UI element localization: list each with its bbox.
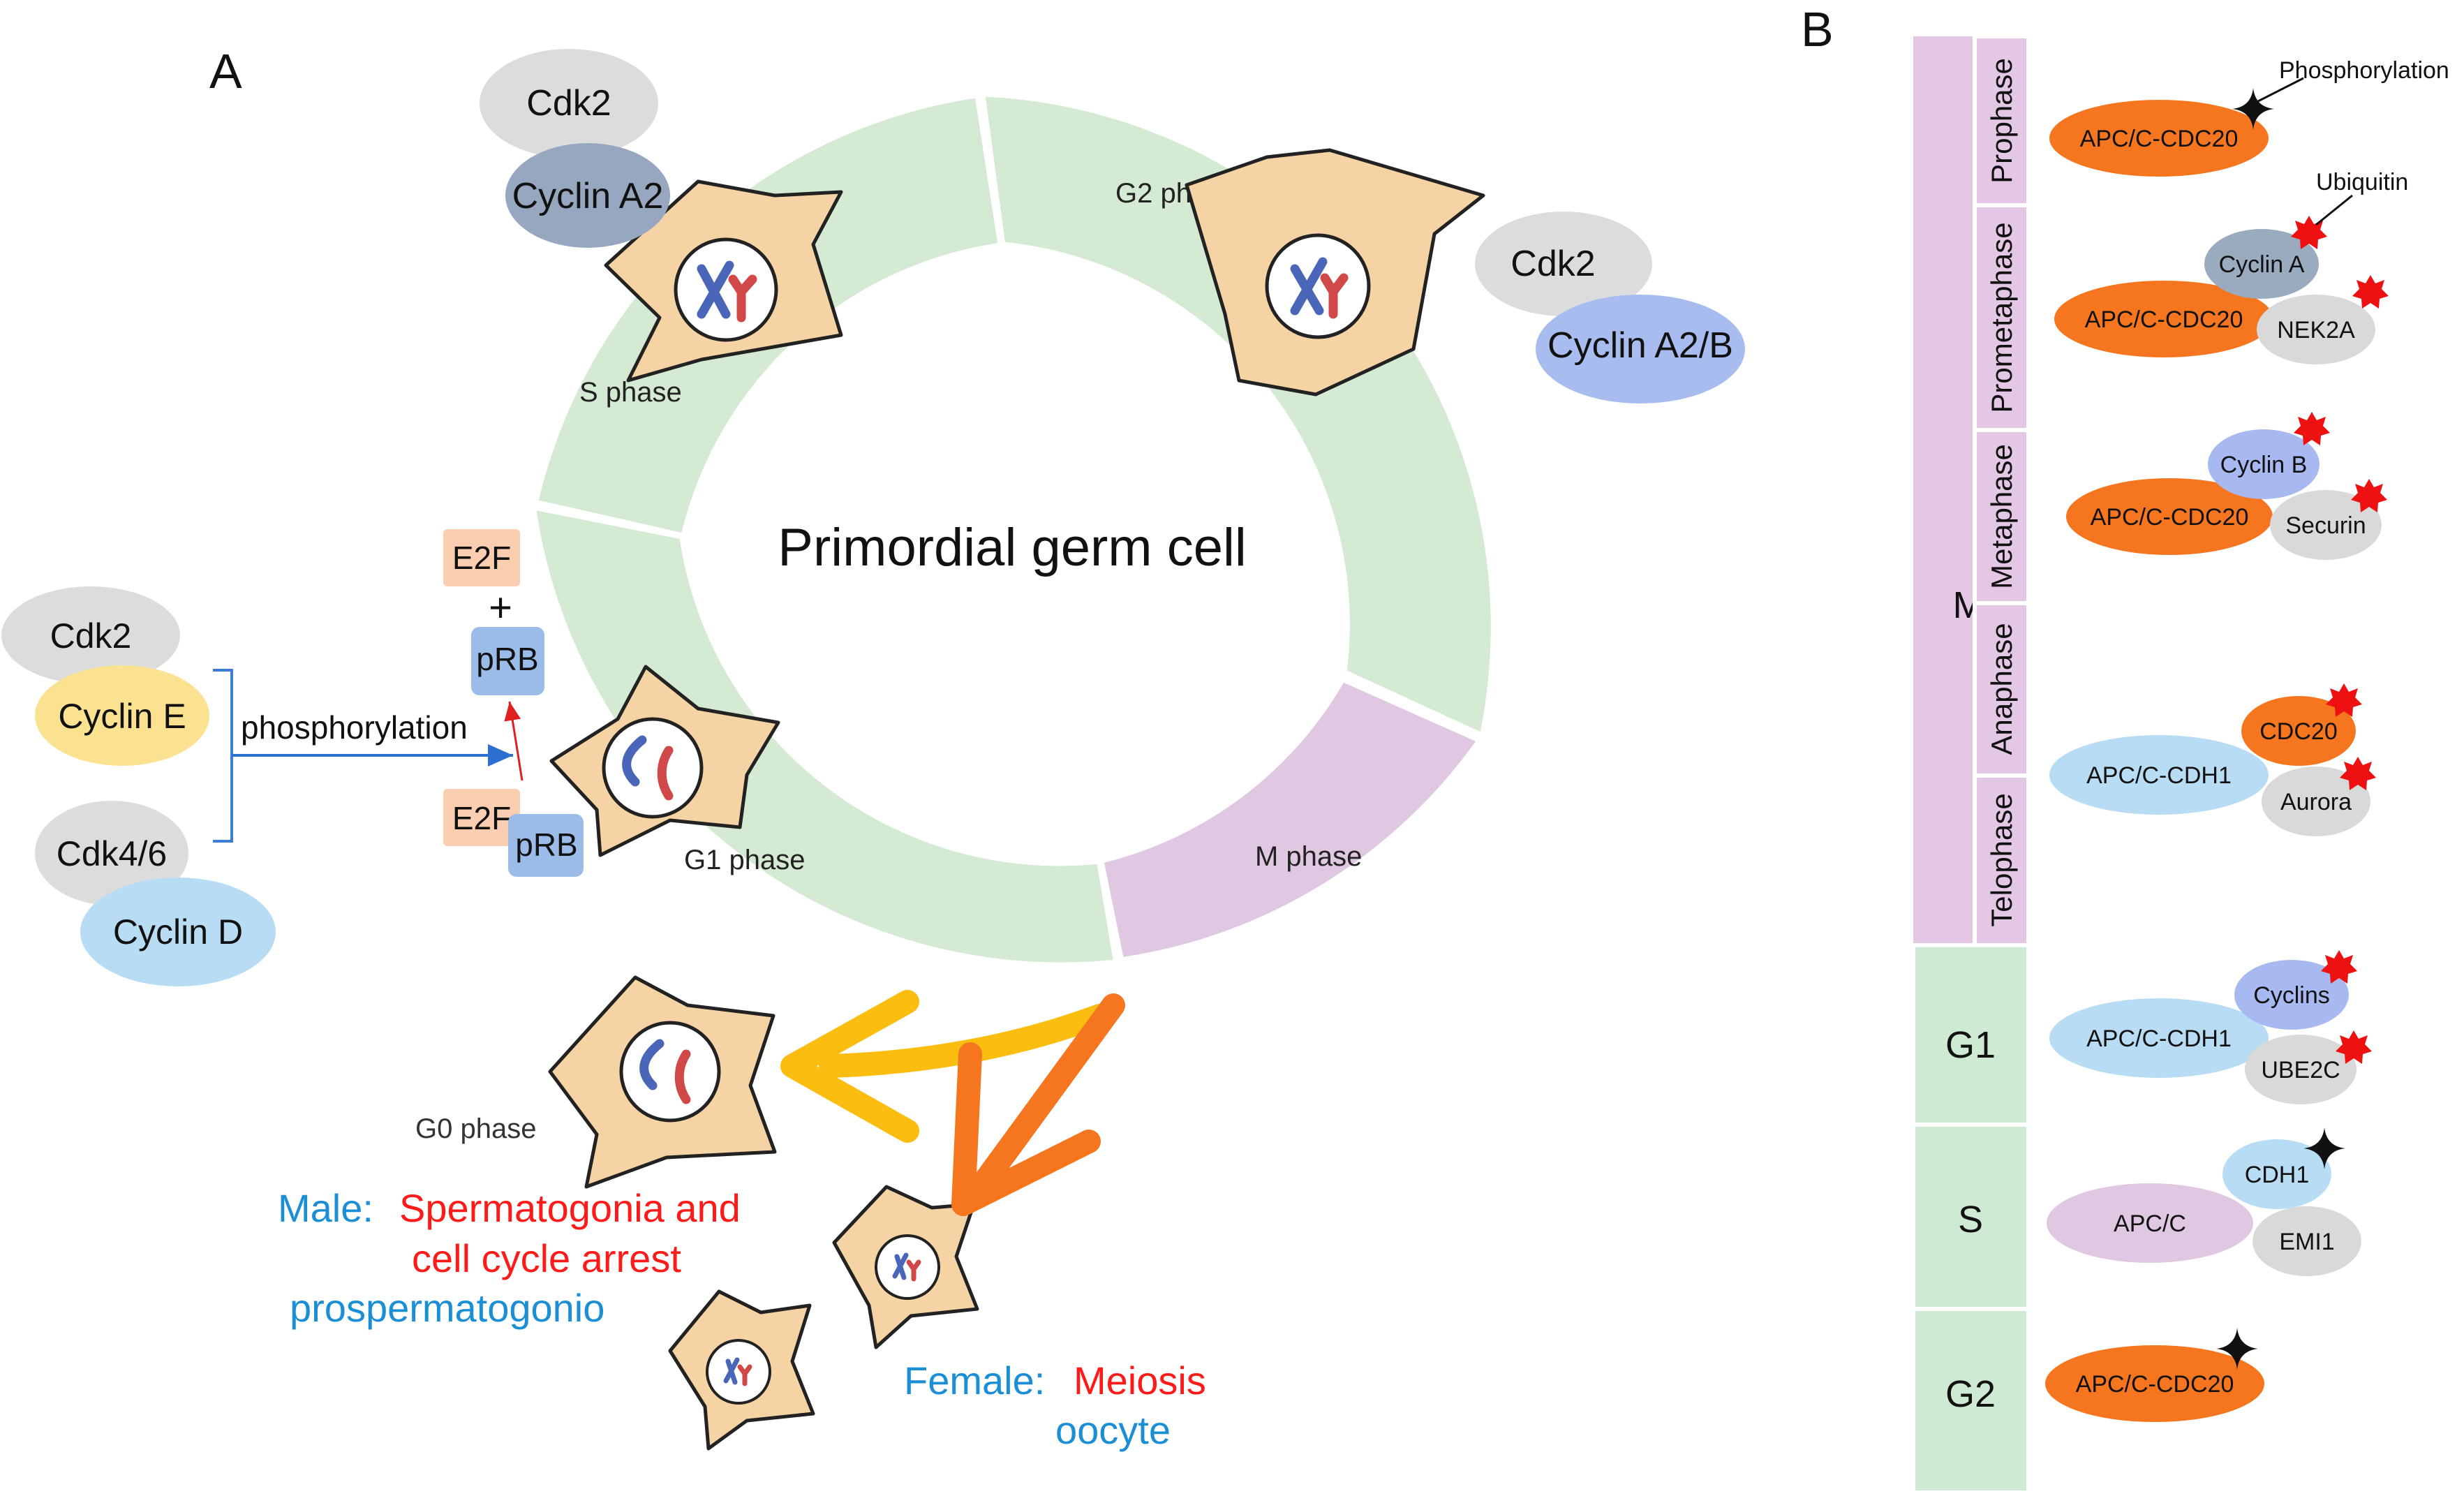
m-phase-label: M phase (1255, 841, 1362, 872)
meiosis-entry-arrow (951, 993, 1125, 1216)
prophase-cell (1973, 34, 2031, 207)
telophase-label: Telophase (1985, 793, 2018, 926)
s-block (1911, 1123, 2031, 1311)
center-title: Primordial germ cell (778, 518, 1247, 577)
g1-block (1911, 943, 2031, 1127)
phosphorylation-label: phosphorylation (241, 709, 468, 746)
ube2c-label: UBE2C (2261, 1057, 2340, 1083)
female-line1: Meiosis (1074, 1358, 1206, 1402)
metaphase-cell (1973, 428, 2031, 605)
chromosome-pair-icon (622, 735, 674, 801)
cdk2-label: Cdk2 (50, 616, 132, 656)
s-phase-label: S phase (579, 377, 682, 408)
female-caption: Female: Meiosis oocyte (904, 1358, 1206, 1452)
telophase-cell (1973, 773, 2031, 947)
s-label: S (1958, 1199, 1983, 1241)
chromosome-pair-icon (723, 1357, 752, 1386)
g0-exit-arrow (780, 990, 1111, 1143)
chromosome-pair-icon (639, 1039, 691, 1104)
ubiquitin-note: Ubiquitin (2316, 169, 2408, 195)
chromosome-pair-icon (697, 260, 757, 323)
cyclin-a2b-label: Cyclin A2/B (1548, 325, 1733, 366)
apc-cdh1-label: APC/C-CDH1 (2086, 1026, 2232, 1052)
chromosome-pair-icon (1290, 257, 1349, 319)
metaphase-label: Metaphase (1985, 444, 2018, 589)
cyclin-d-label: Cyclin D (113, 912, 243, 952)
panel-a-label: A (209, 44, 242, 98)
phosphorylation-note: Phosphorylation (2279, 57, 2449, 84)
cdk2-cyclin-a2-complex: Cdk2 Cyclin A2 (480, 49, 670, 248)
cdc20-label: CDC20 (2259, 718, 2337, 745)
male-caption: Male: Spermatogonia and cell cycle arres… (278, 1186, 741, 1330)
securin-label: Securin (2285, 512, 2366, 539)
prometaphase-label: Prometaphase (1985, 222, 2018, 413)
metaphase-complex: APC/C-CDC20 Securin Cyclin B (2066, 412, 2387, 560)
anaphase-telophase-complex: APC/C-CDH1 Aurora CDC20 (2049, 683, 2376, 836)
prophase-complex: APC/C-CDC20 Phosphorylation (2049, 57, 2449, 177)
cdk2-label: Cdk2 (526, 83, 611, 124)
prometaphase-complex: APC/C-CDC20 NEK2A Cyclin A Ubiquitin (2054, 169, 2408, 364)
g2-block (1911, 1307, 2031, 1495)
g1-complex: APC/C-CDH1 UBE2C Cyclins (2049, 950, 2372, 1104)
cyclin-a-label: Cyclin A (2219, 251, 2305, 278)
g2-phase-cell (1185, 148, 1485, 397)
s-complex: APC/C EMI1 CDH1 (2047, 1127, 2361, 1276)
male-line1: Spermatogonia and (399, 1186, 741, 1230)
g1-phase-cell (549, 665, 780, 857)
apc-cdc20-label: APC/C-CDC20 (2085, 306, 2243, 333)
plus-sign: + (489, 585, 512, 630)
cyclin-e-label: Cyclin E (58, 697, 186, 736)
male-prefix: Male: (278, 1186, 373, 1230)
g0-phase-cell (548, 975, 777, 1189)
s-phase-cell (604, 179, 843, 383)
phosphorylation-arrow: phosphorylation (213, 669, 513, 843)
g2-label: G2 (1945, 1373, 1996, 1415)
nek2a-label: NEK2A (2277, 317, 2355, 343)
ring-m-segment (1104, 682, 1476, 957)
ring-g2-segment (985, 96, 1491, 732)
ubiquitin-icon (2352, 275, 2389, 309)
apc-c-label: APC/C (2114, 1210, 2186, 1237)
cyclin-a2-label: Cyclin A2 (512, 176, 664, 216)
e2f-label-2: E2F (452, 800, 511, 836)
e2f-prb-complex: E2F + pRB E2F pRB (443, 529, 584, 877)
prb-label-2: pRB (515, 827, 577, 863)
apc-cdc20-label: APC/C-CDC20 (2080, 126, 2239, 152)
cdk2-cyclin-e-complex: Cdk2 Cyclin E (1, 586, 209, 766)
panel-b-label: B (1801, 2, 1834, 57)
meiosis-cell (832, 1185, 979, 1349)
cyclins-label: Cyclins (2253, 982, 2330, 1009)
cdk2-label: Cdk2 (1511, 244, 1595, 284)
cyclin-b-label: Cyclin B (2220, 452, 2308, 478)
female-line2: oocyte (1055, 1408, 1171, 1452)
g2-complex: APC/C-CDC20 (2045, 1328, 2264, 1422)
apc-cdc20-label: APC/C-CDC20 (2091, 504, 2249, 531)
cdk2-cyclin-a2b-complex: Cdk2 Cyclin A2/B (1475, 212, 1745, 403)
g1-label: G1 (1945, 1024, 1996, 1066)
cdh1-label: CDH1 (2245, 1162, 2310, 1188)
g0-phase-label: G0 phase (415, 1113, 536, 1144)
cdk46-label: Cdk4/6 (57, 834, 167, 873)
chromosome-pair-icon (892, 1252, 921, 1282)
e2f-label: E2F (452, 540, 511, 576)
anaphase-label: Anaphase (1985, 623, 2018, 755)
ring-g1-segment (536, 510, 1113, 963)
g1-phase-label: G1 phase (684, 845, 805, 875)
emi1-label: EMI1 (2279, 1229, 2334, 1255)
prb-label: pRB (476, 641, 538, 677)
prophase-label: Prophase (1985, 58, 2018, 184)
cdk46-cyclin-d-complex: Cdk4/6 Cyclin D (35, 801, 276, 986)
apc-cdh1-label: APC/C-CDH1 (2086, 762, 2232, 789)
phase-table: M Prophase Prometaphase Metaphase Anapha… (1911, 34, 2031, 1495)
female-prefix: Female: (904, 1358, 1045, 1402)
male-line3: prospermatogonio (290, 1286, 604, 1330)
aurora-label: Aurora (2280, 789, 2352, 815)
apc-cdc20-label: APC/C-CDC20 (2076, 1371, 2234, 1398)
male-line2: cell cycle arrest (412, 1236, 681, 1280)
oocyte-cell (668, 1289, 815, 1451)
